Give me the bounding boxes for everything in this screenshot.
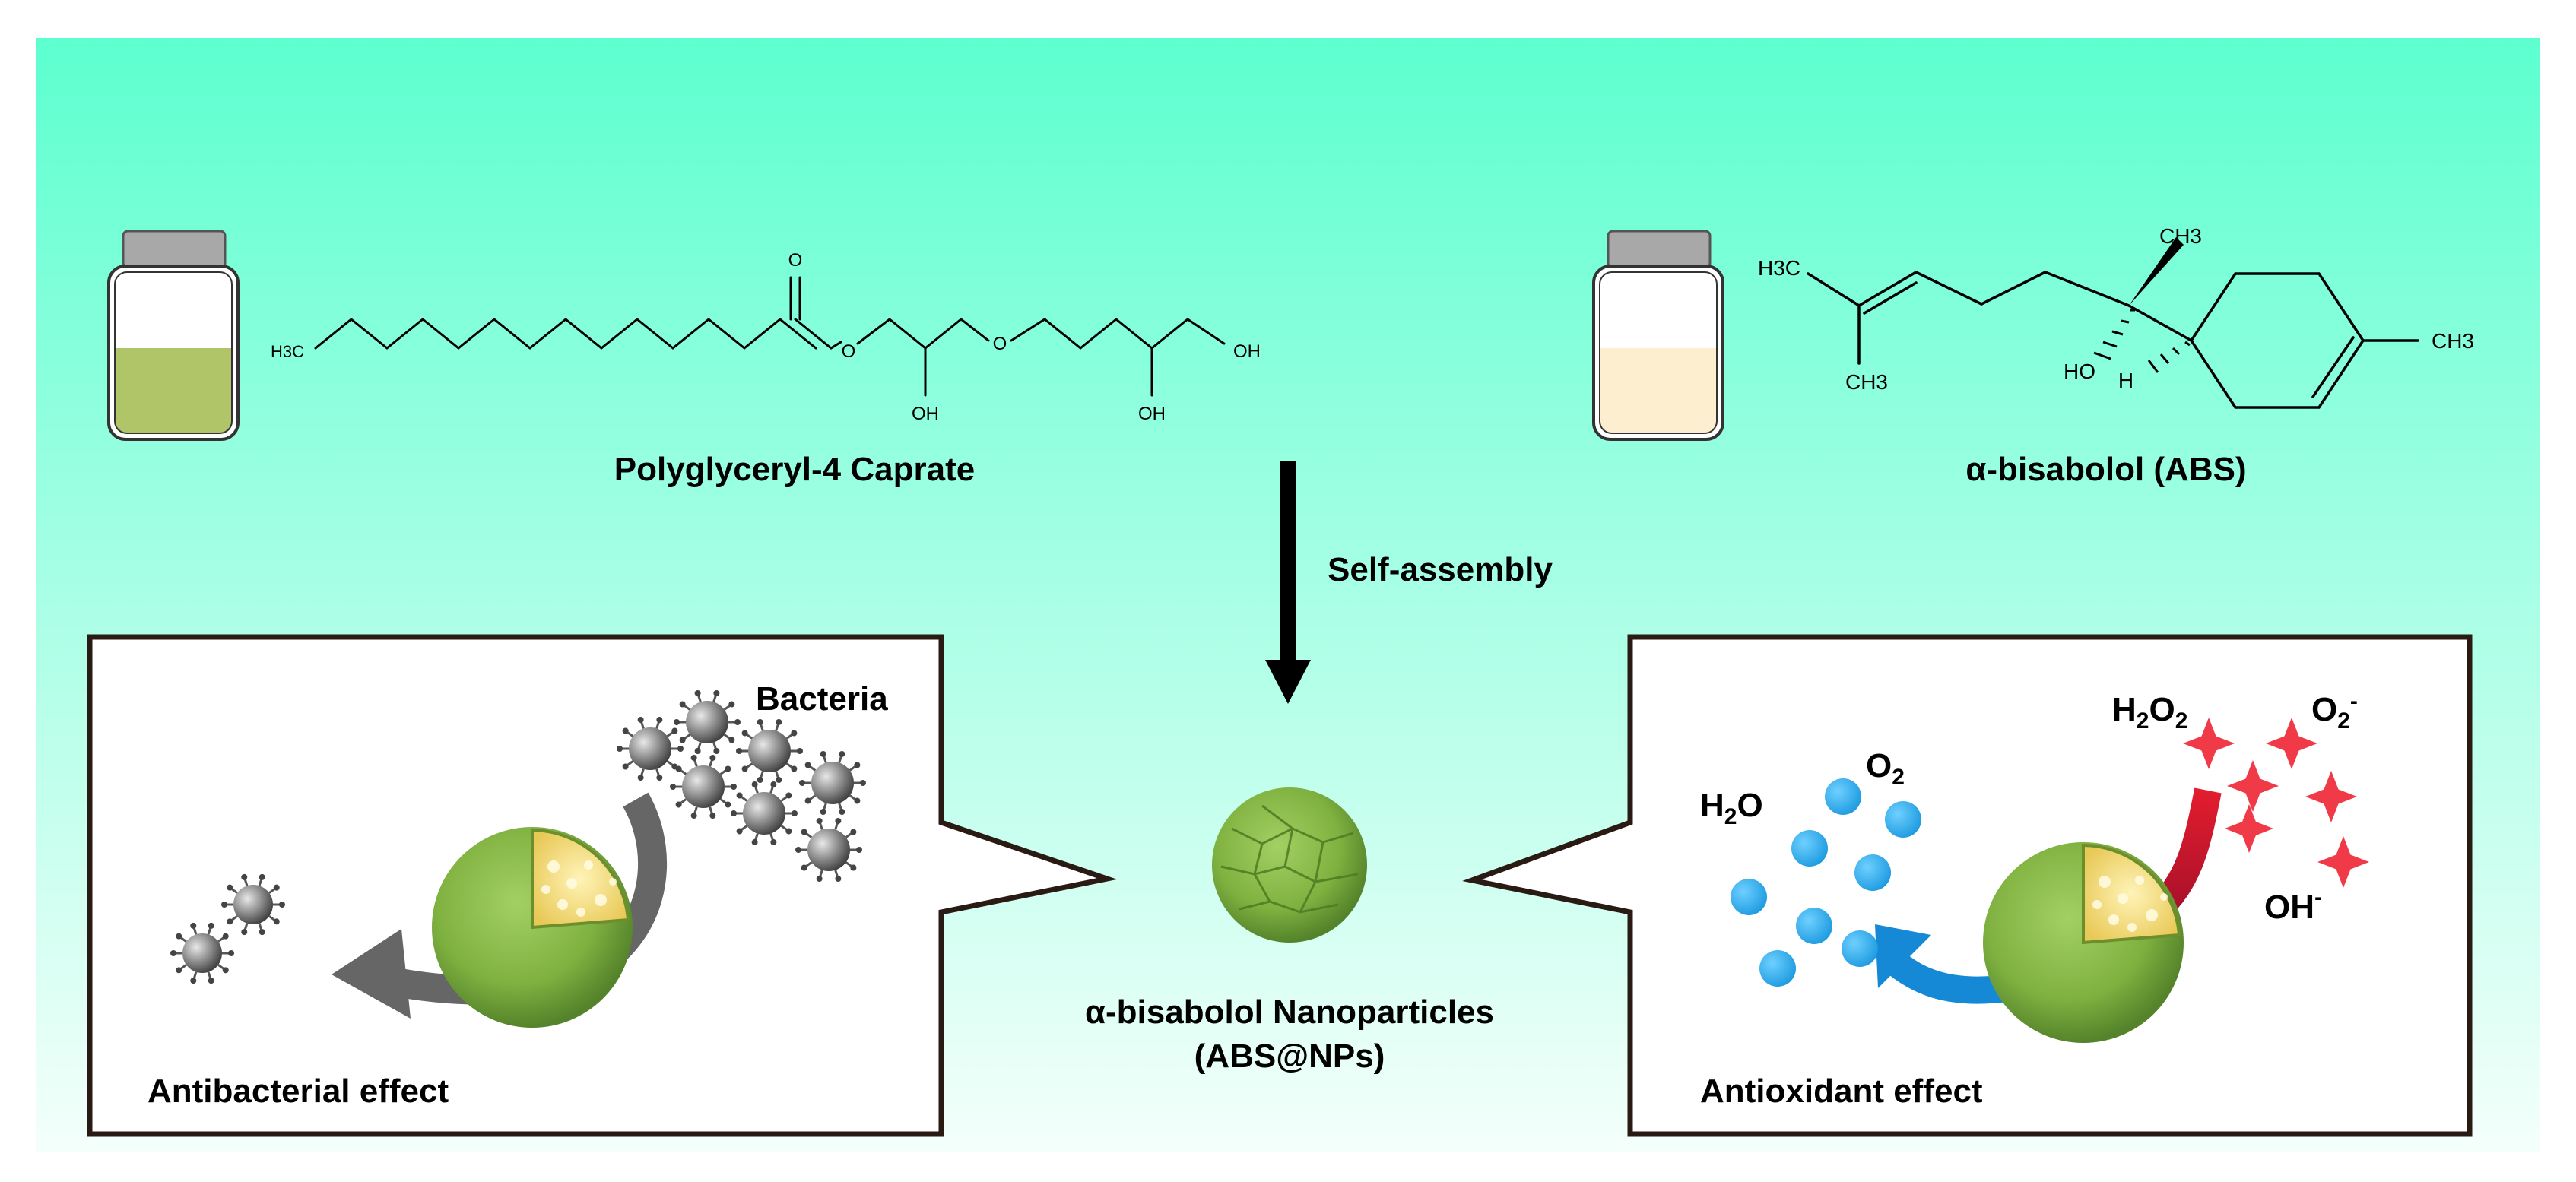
droplet-icon xyxy=(1791,830,1828,867)
self-assembly-arrow xyxy=(1265,461,1311,704)
vial-right-icon xyxy=(1592,230,1724,441)
atom-ho: HO xyxy=(2064,360,2095,383)
bond-c-to-ring xyxy=(2128,304,2192,342)
hash-bond-h xyxy=(2147,341,2191,373)
antioxidant-callout xyxy=(1462,634,2473,1137)
wedge-bond xyxy=(2129,237,2184,306)
atom-ether-o: O xyxy=(993,334,1007,354)
antioxidant-title: Antioxidant effect xyxy=(1700,1073,1983,1110)
bacteria-icon xyxy=(670,754,737,819)
ros-star-icon xyxy=(2305,771,2357,822)
molecule-right-name: α-bisabolol (ABS) xyxy=(1965,451,2246,488)
droplet-icon xyxy=(1759,950,1796,987)
antibacterial-title: Antibacterial effect xyxy=(148,1073,449,1110)
molecule-bisabolol xyxy=(1807,271,2419,409)
molecule-left-name: Polyglyceryl-4 Caprate xyxy=(614,451,975,488)
bacteria-icon xyxy=(221,873,285,936)
bacteria-icon xyxy=(674,689,741,755)
droplet-icon xyxy=(1854,854,1891,891)
ros-star-icon xyxy=(2317,836,2369,888)
center-nanoparticle xyxy=(1212,787,1367,943)
bacteria-icon xyxy=(736,718,803,784)
water-label: H2O xyxy=(1700,787,1763,829)
atom-carbonyl-o: O xyxy=(788,250,803,271)
o2-radical-label: O2- xyxy=(2311,689,2358,734)
atom-ch3-ring: CH3 xyxy=(2432,329,2474,353)
ros-star-icon xyxy=(2183,718,2235,769)
nanoparticle-cutaway-right xyxy=(1983,842,2184,1043)
atom-ester-o: O xyxy=(842,341,856,362)
molecule-left-atom-labels: H3C O O O OH OH OH xyxy=(271,250,1261,424)
oh-radical-label: OH- xyxy=(2264,885,2322,926)
droplet-icon xyxy=(1796,908,1832,944)
droplet-icon xyxy=(1885,801,1921,838)
nanoparticle-label-line2: (ABS@NPs) xyxy=(1194,1038,1385,1075)
self-assembly-label: Self-assembly xyxy=(1328,551,1553,588)
bacteria-cluster xyxy=(170,689,866,984)
ros-star-icon xyxy=(2225,804,2273,853)
bacteria-icon xyxy=(617,716,684,781)
atom-h3c-right: H3C xyxy=(1758,256,1800,280)
atom-oh-1: OH xyxy=(912,404,939,424)
atom-oh-3: OH xyxy=(1233,341,1261,362)
bacteria-icon xyxy=(799,750,866,816)
h2o2-label: H2O2 xyxy=(2112,691,2187,734)
droplet-icon xyxy=(1731,879,1767,915)
hash-bond xyxy=(2093,309,2135,360)
atom-oh-2: OH xyxy=(1138,404,1166,424)
blue-curved-arrow xyxy=(1875,924,2010,1004)
bacteria-icon xyxy=(731,781,798,846)
droplet-icon xyxy=(1825,778,1861,815)
molecule-polyglyceryl-caprate xyxy=(314,276,1226,397)
atom-h3c-left: H3C xyxy=(271,342,304,361)
bacteria-label: Bacteria xyxy=(756,680,888,718)
vial-left-icon xyxy=(107,230,240,441)
nanoparticle-cutaway-left xyxy=(432,827,633,1028)
atom-ch3-top: CH3 xyxy=(2159,224,2202,248)
molecule-right-atom-labels: H3C CH3 CH3 HO H CH3 xyxy=(1758,224,2474,394)
ros-stars xyxy=(2183,718,2369,888)
bacteria-icon xyxy=(795,817,862,883)
oxygen-droplets xyxy=(1731,778,1921,987)
bacteria-icon xyxy=(170,922,234,984)
ros-star-icon xyxy=(2266,718,2317,769)
atom-ch3-bottom: CH3 xyxy=(1845,370,1888,394)
droplet-icon xyxy=(1842,930,1878,967)
nanoparticle-label-line1: α-bisabolol Nanoparticles xyxy=(1085,993,1494,1031)
atom-h: H xyxy=(2118,369,2133,392)
ros-star-icon xyxy=(2227,760,2279,812)
